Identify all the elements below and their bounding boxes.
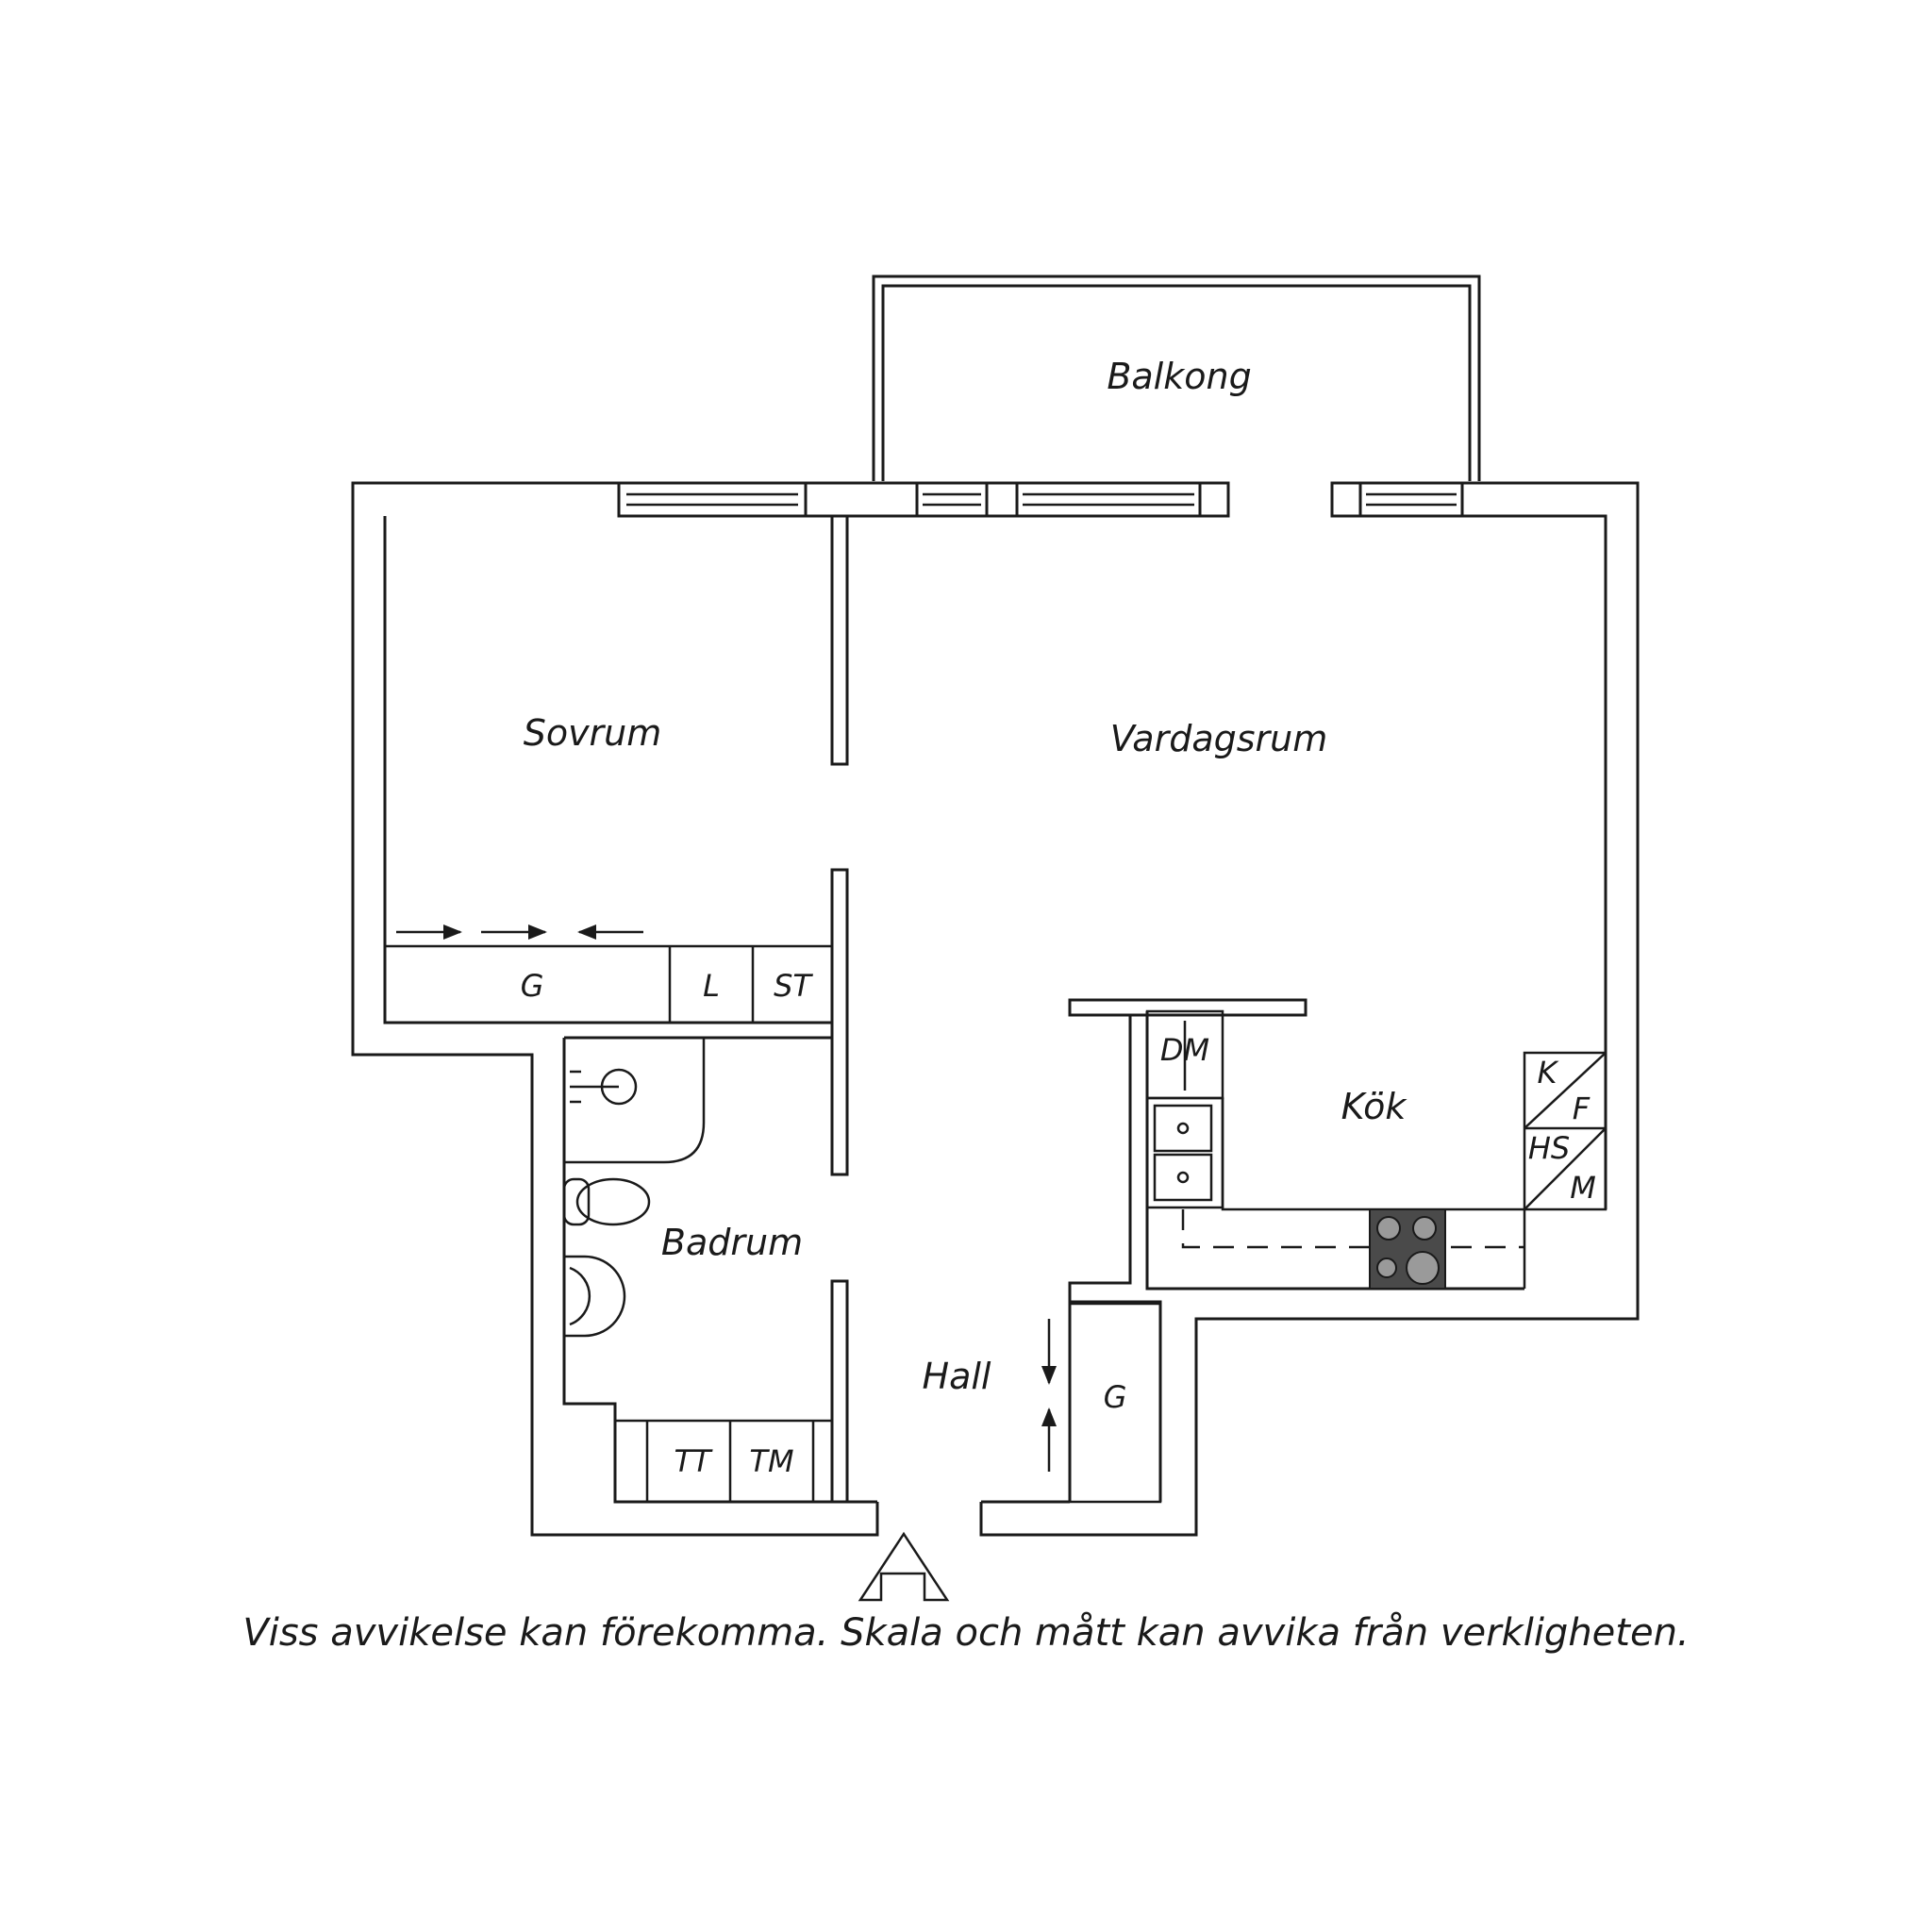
room-label-balkong: Balkong — [1107, 356, 1251, 397]
bedroom-storage — [383, 924, 834, 1024]
outer-walls — [351, 481, 1640, 1537]
label-freezer: F — [1573, 1091, 1591, 1126]
balcony — [872, 275, 1481, 481]
room-label-hall: Hall — [923, 1356, 991, 1397]
label-linen: L — [703, 968, 720, 1004]
label-wardrobe-bedroom: G — [521, 968, 544, 1004]
interior-walls — [562, 514, 1307, 1504]
label-washer: TM — [749, 1443, 793, 1479]
label-microwave: M — [1570, 1170, 1596, 1206]
disclaimer-text: Viss avvikelse kan förekomma. Skala och … — [242, 1611, 1689, 1655]
entrance-arrow-icon — [858, 1531, 950, 1602]
hall-wardrobe — [1041, 1302, 1162, 1504]
label-dishwasher: DM — [1160, 1032, 1209, 1068]
label-fridge: K — [1538, 1055, 1560, 1091]
label-tall-cabinet: HS — [1528, 1130, 1570, 1166]
room-label-vardagsrum: Vardagsrum — [1110, 718, 1328, 759]
label-dryer: TT — [674, 1443, 713, 1479]
room-label-kok: Kök — [1341, 1086, 1408, 1127]
kitchen-fixtures — [1145, 1009, 1607, 1291]
label-wardrobe-hall: G — [1104, 1379, 1127, 1415]
bathroom-fixtures — [562, 1038, 834, 1504]
windows — [617, 481, 1464, 518]
room-label-sovrum: Sovrum — [524, 712, 662, 754]
label-cleaning: ST — [774, 968, 813, 1004]
room-label-badrum: Badrum — [661, 1222, 803, 1263]
